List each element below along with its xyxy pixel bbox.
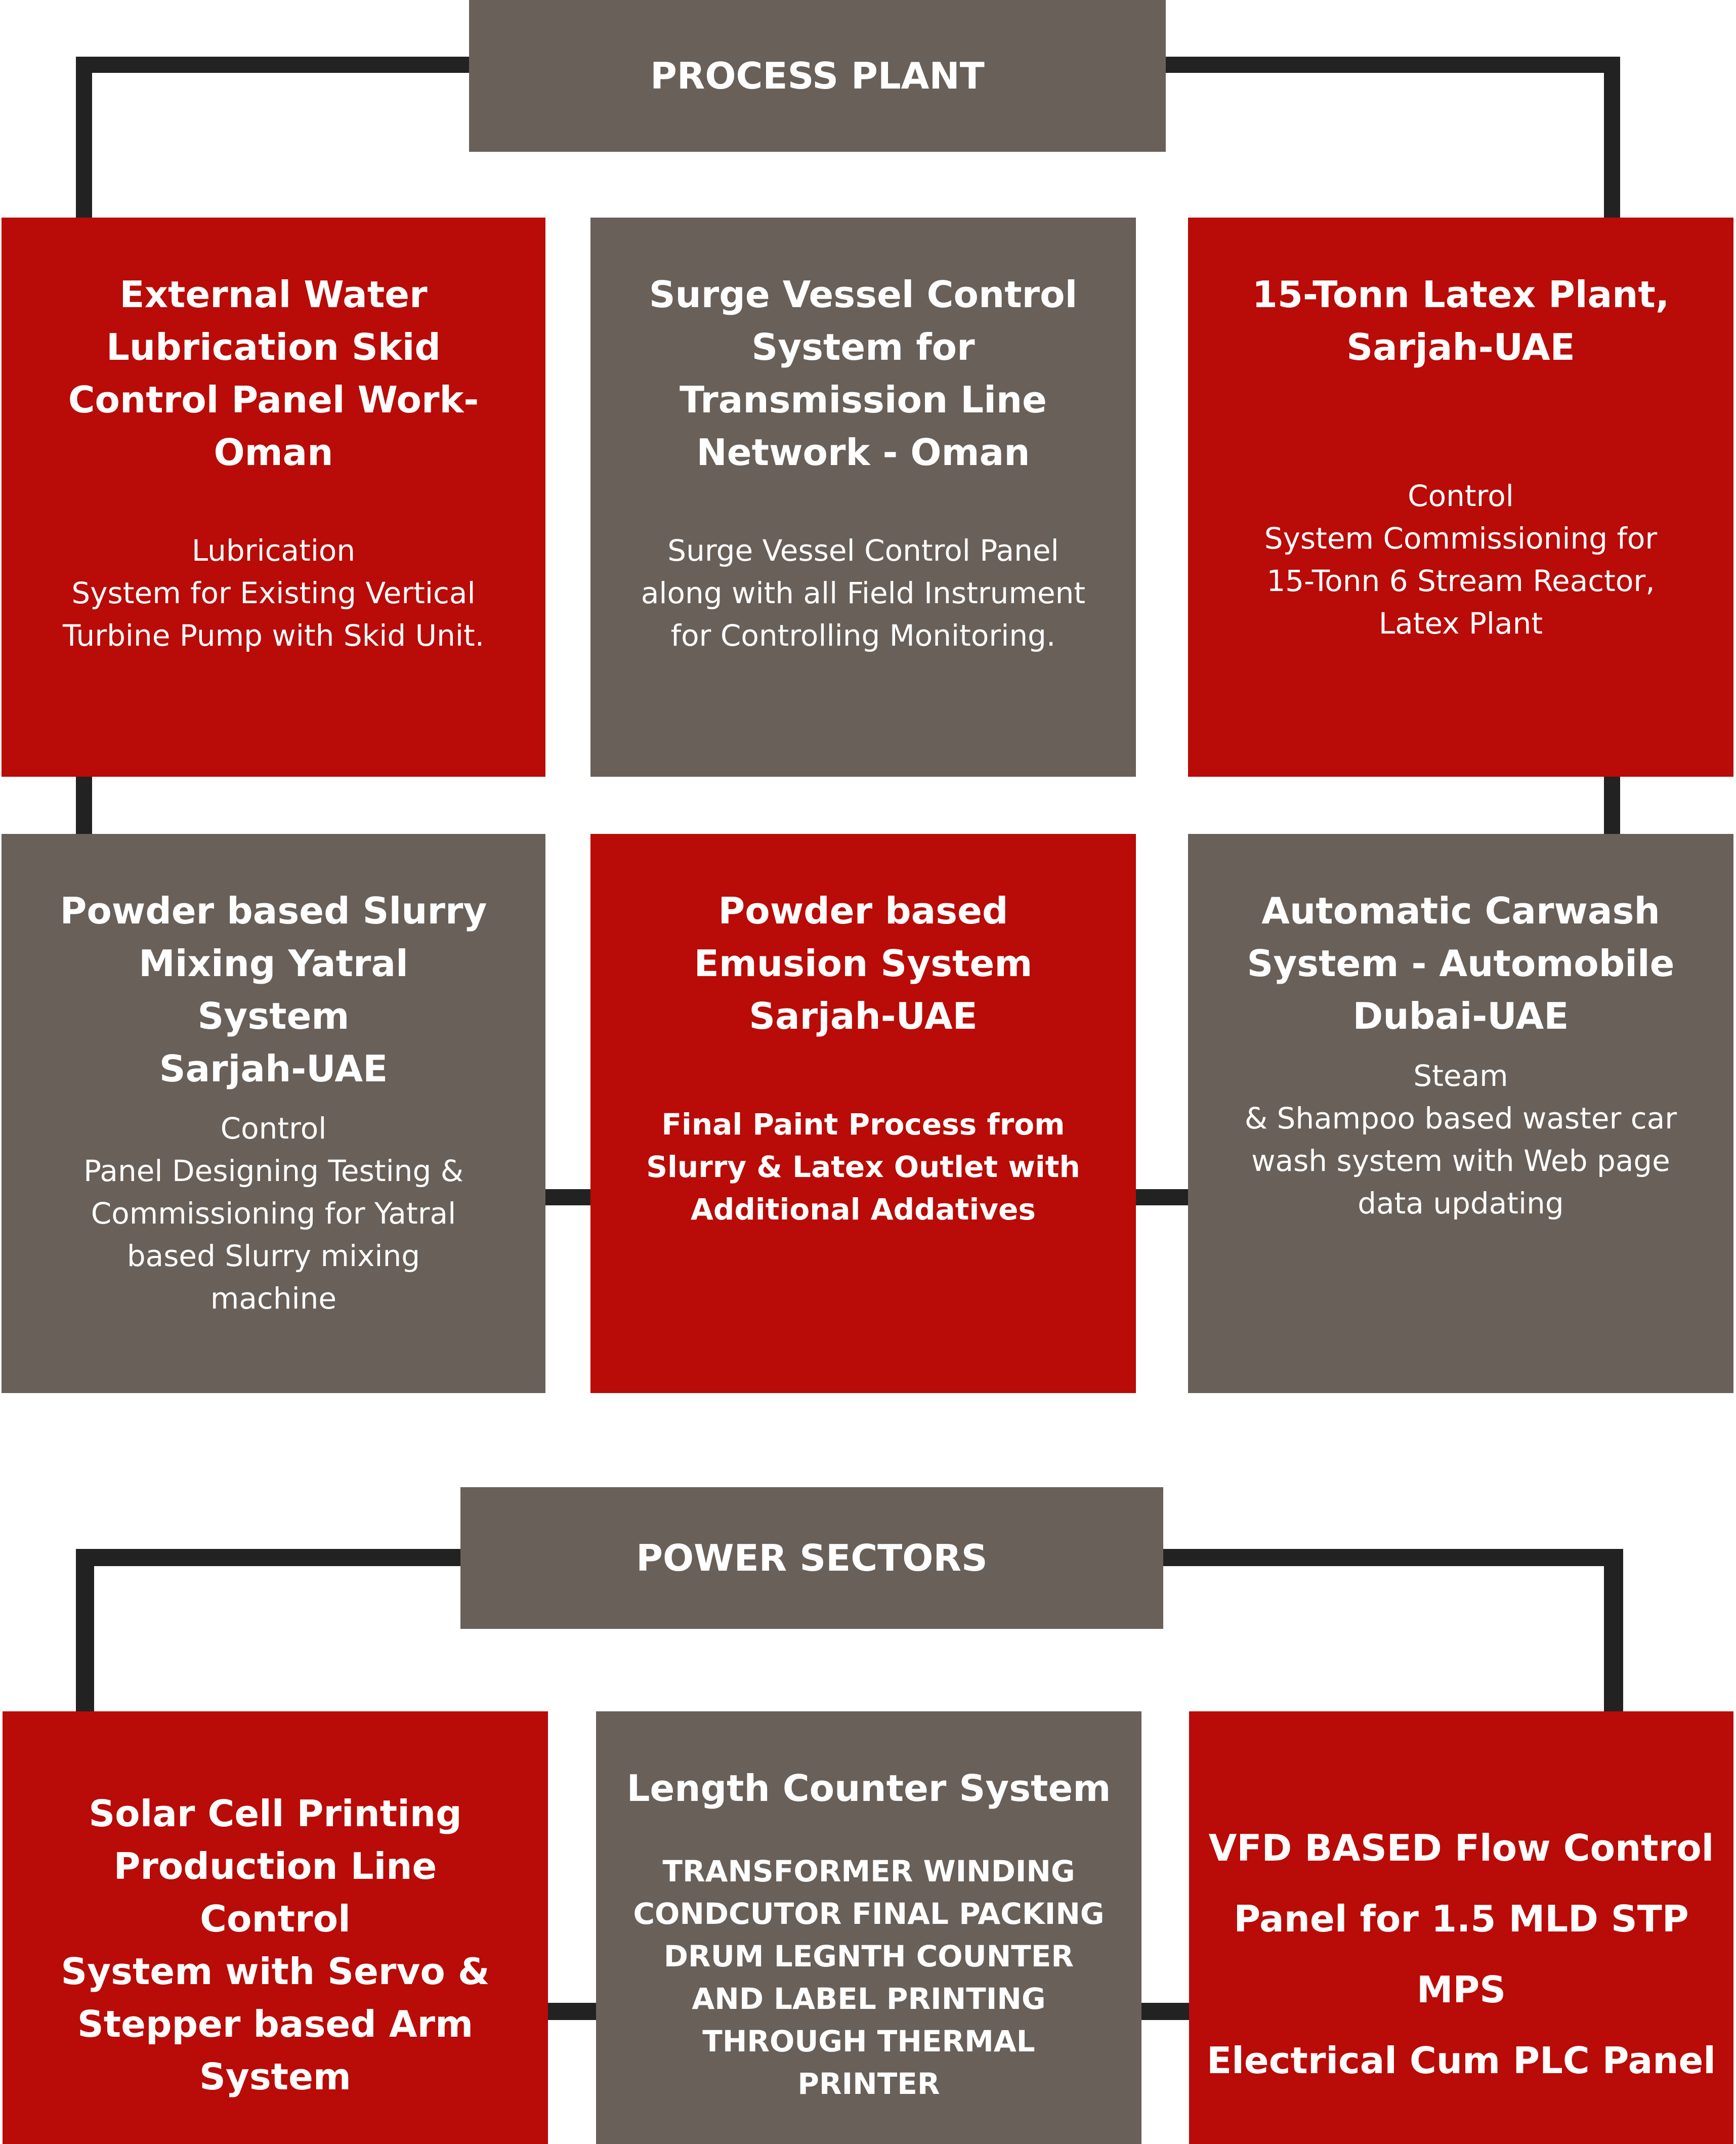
project-card: External Water Lubrication Skid Control … (2, 218, 545, 777)
card-description: TRANSFORMER WINDING CONDCUTOR FINAL PACK… (633, 1854, 1105, 2101)
project-card: VFD BASED Flow Control Panel for 1.5 MLD… (1189, 1711, 1733, 2144)
card-title: Length Counter System (626, 1767, 1111, 1810)
process-plant-header: PROCESS PLANT (469, 0, 1166, 152)
project-card: Powder based Emusion System Sarjah-UAE F… (590, 834, 1136, 1393)
card-title: Powder based Emusion System Sarjah-UAE (694, 890, 1033, 1037)
card-description: Steam & Shampoo based waster car wash sy… (1244, 1059, 1677, 1221)
card-title: VFD BASED Flow Control Panel for 1.5 MLD… (1207, 1827, 1716, 2082)
card-description: Lubrication System for Existing Vertical… (62, 533, 485, 653)
card-description: Surge Vessel Control Panel along with al… (641, 533, 1086, 653)
card-description: Control Panel Designing Testing & Commis… (83, 1111, 463, 1316)
connector-row2-left (541, 1189, 597, 1205)
connector-row3-right (1138, 2003, 1192, 2020)
project-card: Length Counter System TRANSFORMER WINDIN… (596, 1711, 1141, 2144)
connector-row3-left (546, 2003, 597, 2020)
card-title: Surge Vessel Control System for Transmis… (649, 273, 1078, 474)
project-card: Solar Cell Printing Production Line Cont… (3, 1711, 548, 2144)
project-card: Surge Vessel Control System for Transmis… (590, 218, 1136, 777)
card-title: Automatic Carwash System - Automobile Du… (1247, 890, 1675, 1037)
project-card: Automatic Carwash System - Automobile Du… (1188, 834, 1733, 1393)
card-title: External Water Lubrication Skid Control … (68, 273, 479, 474)
card-title: Solar Cell Printing Production Line Cont… (61, 1792, 490, 2098)
connector-right (1604, 1549, 1623, 1716)
card-title: Powder based Slurry Mixing Yatral System… (60, 890, 487, 1090)
card-description: Final Paint Process from Slurry & Latex … (646, 1107, 1080, 1227)
project-card: 15-Tonn Latex Plant, Sarjah-UAE Control … (1188, 218, 1733, 777)
power-sectors-header: POWER SECTORS (460, 1487, 1163, 1629)
connector-row2-right (1133, 1189, 1192, 1205)
card-title: 15-Tonn Latex Plant, Sarjah-UAE (1252, 273, 1670, 368)
project-card: Powder based Slurry Mixing Yatral System… (2, 834, 545, 1393)
card-description: Control System Commissioning for 15-Tonn… (1264, 479, 1658, 641)
connector-left (76, 1549, 94, 1716)
